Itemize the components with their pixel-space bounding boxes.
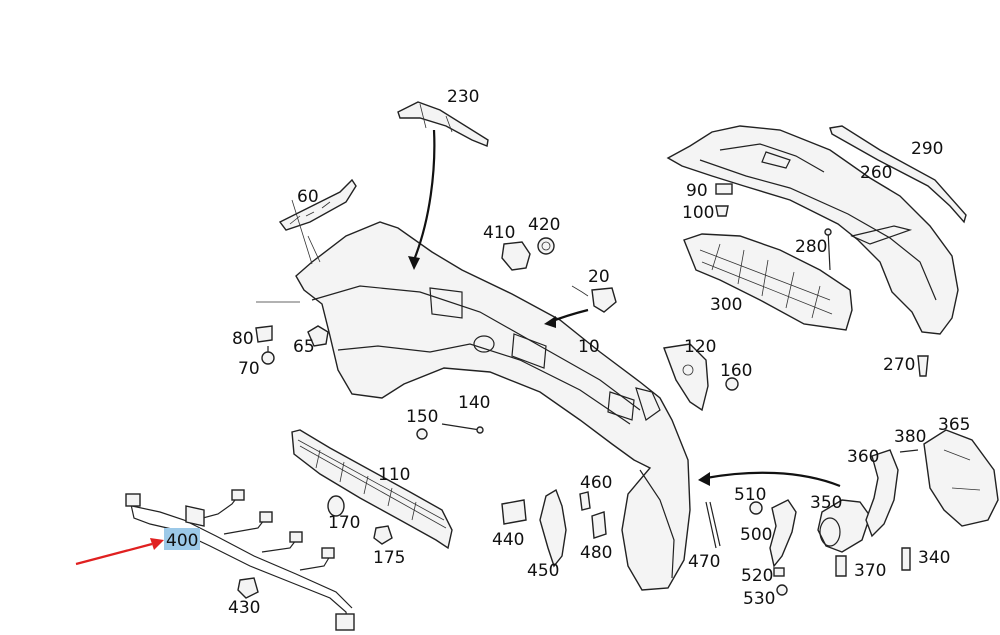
part-270-screw	[917, 355, 929, 377]
part-110-grille	[291, 429, 453, 550]
callout-350: 350	[810, 493, 842, 513]
part-480-clip	[591, 511, 607, 539]
callout-60: 60	[297, 187, 319, 207]
part-340-screw	[901, 547, 911, 571]
callout-290: 290	[911, 139, 943, 159]
part-280-stud	[824, 228, 832, 271]
callout-360: 360	[847, 447, 879, 467]
part-70-screw	[261, 346, 275, 365]
assembly-arrows	[408, 129, 841, 488]
part-420-ring	[537, 237, 555, 255]
part-400-wiring-harness	[125, 489, 355, 631]
callout-labels: 230 290 260 90 100 60 410 420 20 280 300…	[166, 87, 970, 618]
callout-340: 340	[918, 548, 950, 568]
part-380-bolt	[899, 449, 919, 453]
part-100-clip	[715, 205, 729, 217]
part-450-bracket	[539, 488, 567, 568]
part-370-bolt	[835, 555, 847, 577]
callout-460: 460	[580, 473, 612, 493]
callout-170: 170	[328, 513, 360, 533]
part-510-nut	[749, 501, 763, 515]
part-140-bolt	[441, 423, 484, 434]
callout-90: 90	[686, 181, 708, 201]
callout-80: 80	[232, 329, 254, 349]
part-530-screw	[776, 584, 788, 596]
part-300-guide	[683, 233, 853, 331]
callout-470: 470	[688, 552, 720, 572]
part-410-sensor	[501, 241, 531, 271]
callout-365: 365	[938, 415, 970, 435]
part-290-strip	[829, 125, 967, 224]
callout-440: 440	[492, 530, 524, 550]
callout-280: 280	[795, 237, 827, 257]
callout-370: 370	[854, 561, 886, 581]
highlight-400	[164, 528, 200, 550]
leader-lines	[256, 199, 321, 303]
part-500-bracket	[769, 499, 797, 568]
part-365-bracket	[923, 429, 999, 527]
callout-20: 20	[588, 267, 610, 287]
part-10-bumper-cover	[295, 221, 691, 591]
part-65-clip	[307, 325, 329, 347]
part-350-tow-cover	[817, 499, 871, 553]
part-150-washer	[416, 428, 428, 440]
callout-530: 530	[743, 589, 775, 609]
part-80-holder	[255, 325, 273, 343]
callout-380: 380	[894, 427, 926, 447]
part-430-connector	[237, 577, 259, 599]
callout-230: 230	[447, 87, 479, 107]
callout-160: 160	[720, 361, 752, 381]
callout-480: 480	[580, 543, 612, 563]
callout-140: 140	[458, 393, 490, 413]
callout-120: 120	[684, 337, 716, 357]
callout-260: 260	[860, 163, 892, 183]
part-260-absorber	[666, 125, 959, 335]
part-20-cover	[571, 285, 617, 313]
callout-410: 410	[483, 223, 515, 243]
part-520-clip	[773, 567, 785, 577]
callout-270: 270	[883, 355, 915, 375]
part-440-module	[501, 499, 527, 525]
callout-500: 500	[740, 525, 772, 545]
callout-150: 150	[406, 407, 438, 427]
callout-450: 450	[527, 561, 559, 581]
part-360-bracket	[865, 449, 899, 538]
callout-510: 510	[734, 485, 766, 505]
part-60-bracket	[278, 178, 357, 231]
callout-400: 400	[166, 531, 198, 551]
part-460-clip	[579, 491, 591, 511]
part-90-clip	[715, 183, 733, 195]
part-170-grommet	[327, 495, 345, 517]
part-120-bracket	[663, 343, 709, 412]
callout-10: 10	[578, 337, 600, 357]
part-175-clip	[373, 525, 393, 545]
callout-65: 65	[293, 337, 315, 357]
callout-175: 175	[373, 548, 405, 568]
callout-430: 430	[228, 598, 260, 618]
callout-100: 100	[682, 203, 714, 223]
part-470-rod	[705, 501, 721, 549]
callout-520: 520	[741, 566, 773, 586]
part-160-clip	[725, 377, 739, 391]
red-pointer-arrow	[75, 538, 164, 566]
callout-110: 110	[378, 465, 410, 485]
callout-70: 70	[238, 359, 260, 379]
callout-300: 300	[710, 295, 742, 315]
part-230-trim	[397, 101, 489, 147]
callout-420: 420	[528, 215, 560, 235]
